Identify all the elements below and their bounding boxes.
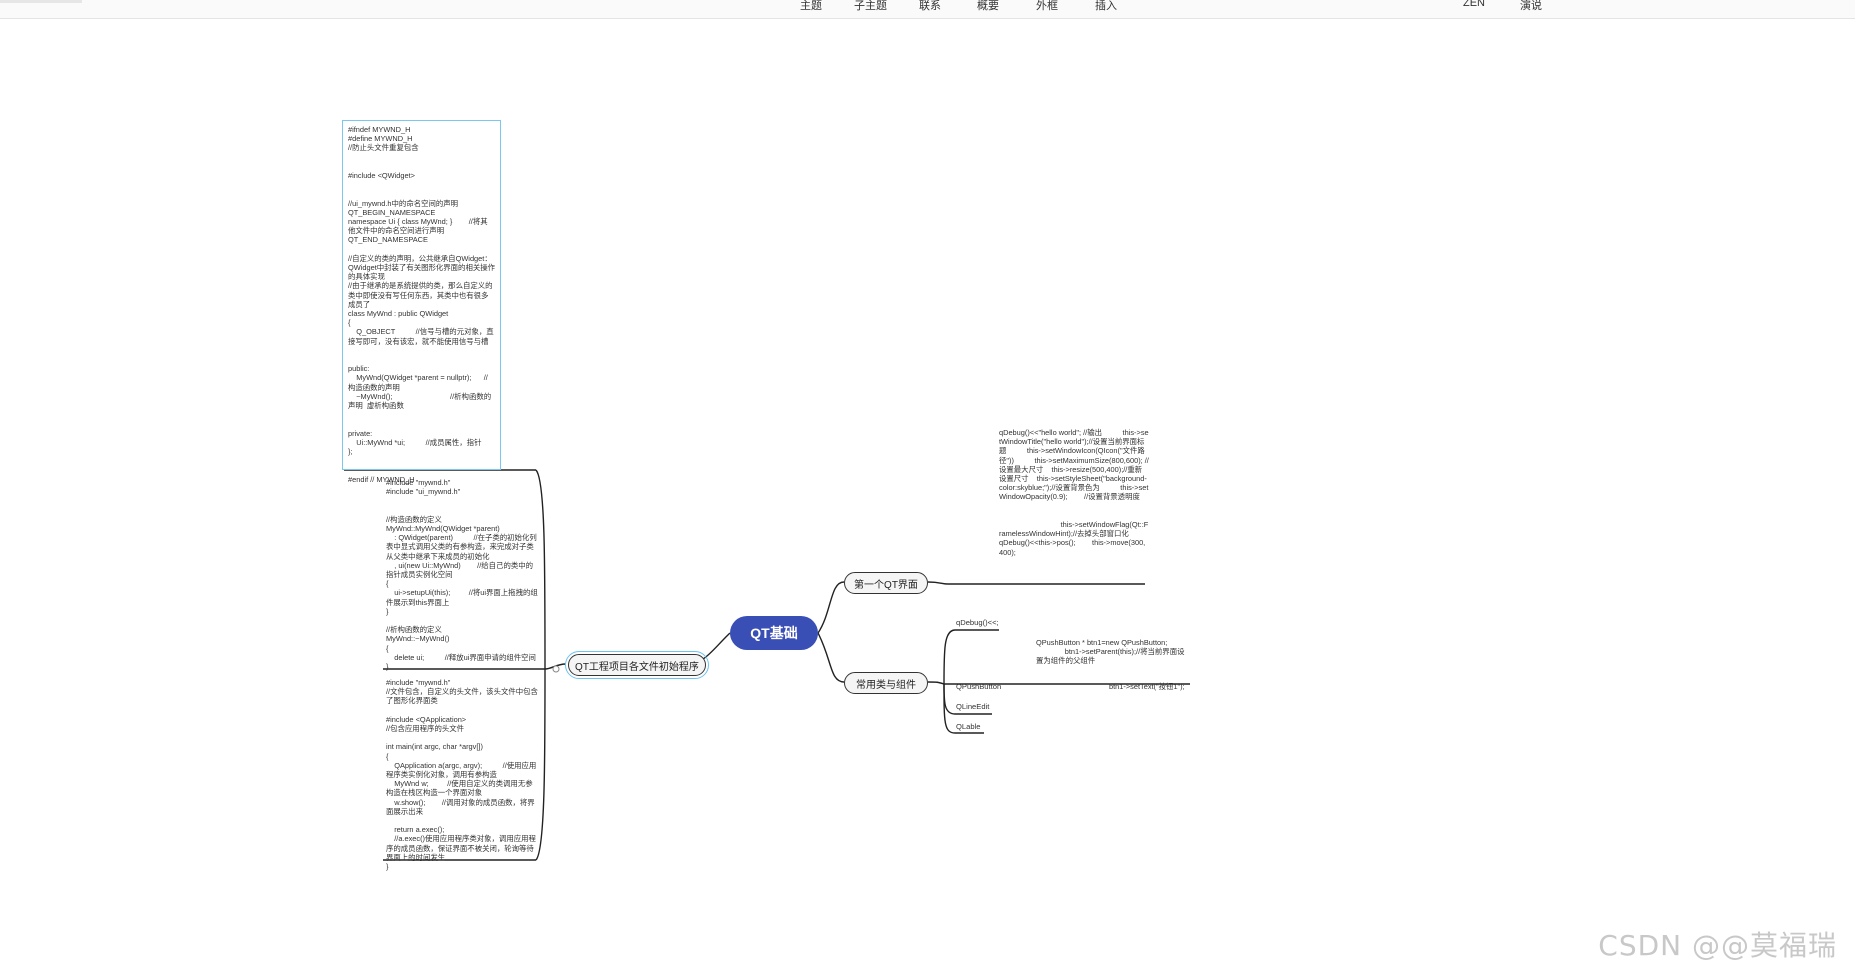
leaf-qlineedit[interactable]: QLineEdit (956, 702, 990, 711)
branch-first-ui[interactable]: 第一个QT界面 (844, 572, 928, 594)
csdn-watermark: CSDN @@莫福瑞 (1598, 929, 1837, 962)
toolbar-boundary-button[interactable]: 外框 (1036, 0, 1058, 12)
toolbar-summary-button[interactable]: 概要 (977, 0, 999, 12)
note-mywnd-h[interactable]: #ifndef MYWND_H #define MYWND_H //防止头文件重… (342, 120, 501, 484)
toolbar: 主题 子主题 联系 概要 外框 插入 ZEN 演说 (0, 0, 1855, 19)
toolbar-pitch-button[interactable]: 演说 (1520, 0, 1542, 12)
branch-project-files[interactable]: QT工程项目各文件初始程序 (565, 651, 709, 679)
note-mywnd-cpp[interactable]: #include "mywnd.h" #include "ui_mywnd.h"… (386, 478, 538, 672)
note-qpushbutton-settext[interactable]: btn1->setText("按钮1"); (1109, 682, 1185, 691)
leaf-qlable[interactable]: QLable (956, 722, 981, 731)
note-qpushbutton-code[interactable]: QPushButton * btn1=new QPushButton; btn1… (1036, 638, 1185, 666)
toolbar-left-tab[interactable] (0, 0, 82, 3)
toolbar-zen-button[interactable]: ZEN (1463, 0, 1485, 9)
leaf-qdebug[interactable]: qDebug()<<; (956, 618, 999, 627)
root-topic[interactable]: QT基础 (730, 616, 818, 650)
note-first-ui-code[interactable]: qDebug()<<"hello world"; //输出 this->setW… (999, 428, 1149, 557)
leaf-qpushbutton[interactable]: QPushButton (956, 682, 1002, 691)
toolbar-topic-button[interactable]: 主题 (800, 0, 822, 12)
branch-common-controls[interactable]: 常用类与组件 (844, 672, 928, 694)
collapse-handle (552, 665, 560, 673)
toolbar-insert-button[interactable]: 插入 (1095, 0, 1117, 12)
toolbar-subtopic-button[interactable]: 子主题 (854, 0, 887, 12)
toolbar-relationship-button[interactable]: 联系 (919, 0, 941, 12)
note-main-cpp[interactable]: #include "mywnd.h" //文件包含，自定义的头文件，该头文件中包… (386, 678, 538, 872)
